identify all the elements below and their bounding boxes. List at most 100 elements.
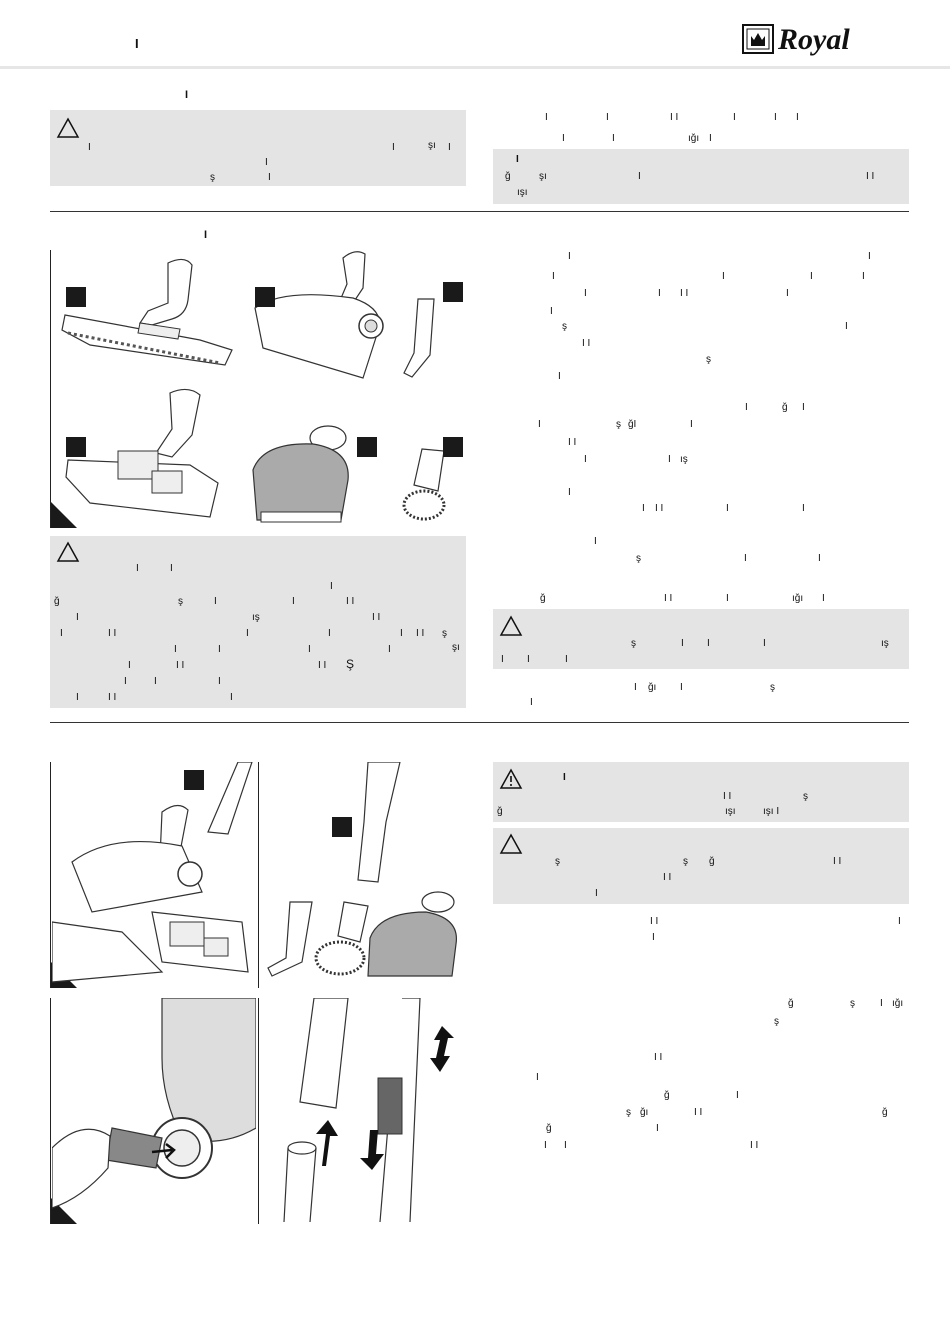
warning-box-2: I I I ğ ş I I I I I ış I I I I I I I I I… <box>50 536 466 708</box>
text-fragment: I I <box>582 338 591 349</box>
text-fragment: I <box>690 419 693 430</box>
figure-border <box>258 762 259 988</box>
warning-box-4: I I I ş ğ ışı ışı I <box>493 762 909 822</box>
brand-wordmark: Royal <box>777 23 850 56</box>
text-fragment: I <box>880 998 883 1009</box>
text-fragment: ş <box>770 682 775 693</box>
text-fragment: I <box>786 288 789 299</box>
text-fragment: I <box>680 682 683 693</box>
text-fragment: I <box>709 133 712 144</box>
text-fragment: I <box>544 1140 547 1151</box>
text-fragment: I I <box>650 916 659 927</box>
text-fragment: I I <box>346 596 355 607</box>
text-fragment: I <box>230 692 233 703</box>
text-fragment: ş <box>616 419 621 430</box>
text-fragment: ğ <box>540 593 546 604</box>
text-fragment: I <box>516 154 519 165</box>
text-fragment: ş <box>178 596 183 607</box>
text-fragment: I <box>136 563 139 574</box>
text-fragment: ğ <box>497 806 503 817</box>
text-fragment: I <box>810 271 813 282</box>
text-fragment: I <box>218 644 221 655</box>
text-fragment: I I <box>372 612 381 623</box>
text-fragment: I <box>707 638 710 649</box>
text-fragment: ğ <box>505 171 511 182</box>
text-fragment: I <box>594 536 597 547</box>
text-fragment: ığı <box>688 133 700 144</box>
text-fragment: I <box>400 628 403 639</box>
text-fragment: I <box>658 288 661 299</box>
text-fragment: I I <box>866 171 875 182</box>
text-fragment: I <box>898 916 901 927</box>
figure-badge <box>443 437 463 457</box>
warning-box-3: ş I I I ış I I I <box>493 609 909 669</box>
text-fragment: I <box>736 1090 739 1101</box>
text-fragment: I <box>612 133 615 144</box>
header-mark: I <box>135 36 139 51</box>
text-fragment: I <box>868 251 871 262</box>
crevice-tool-illustration <box>403 298 435 378</box>
text-fragment: I <box>550 306 553 317</box>
text-fragment: I <box>565 654 568 665</box>
text-fragment: I <box>638 171 641 182</box>
text-fragment: I <box>774 112 777 123</box>
text-fragment: I <box>652 932 655 943</box>
text-fragment: ş <box>626 1107 631 1118</box>
text-fragment: I <box>76 612 79 623</box>
text-fragment: I <box>536 1072 539 1083</box>
text-fragment: I I <box>108 628 117 639</box>
text-fragment: I I <box>416 628 425 639</box>
text-fragment: I <box>124 676 127 687</box>
text-fragment: I <box>802 402 805 413</box>
text-fragment: I <box>552 271 555 282</box>
text-fragment: ışı I <box>763 806 780 817</box>
text-fragment: şı <box>452 642 460 653</box>
warning-triangle-icon <box>56 117 80 138</box>
text-fragment: I <box>656 1123 659 1134</box>
dusting-brush-illustration <box>402 448 446 521</box>
text-fragment: I <box>328 628 331 639</box>
royal-logo: Royal <box>742 23 850 56</box>
text-fragment: I <box>733 112 736 123</box>
text-fragment: ş <box>774 1016 779 1027</box>
section2-mark: I <box>204 229 208 241</box>
text-fragment: ğ <box>54 596 60 607</box>
text-fragment: ş <box>442 628 447 639</box>
figure-badge <box>443 282 463 302</box>
text-fragment: şı <box>428 140 436 151</box>
text-fragment: ğ <box>709 856 715 867</box>
warning-triangle-icon <box>499 833 523 854</box>
figure-badge <box>66 437 86 457</box>
text-fragment: I I <box>750 1140 759 1151</box>
text-fragment: I <box>681 638 684 649</box>
text-fragment: I <box>796 112 799 123</box>
text-fragment: I <box>558 371 561 382</box>
text-fragment: I I <box>654 1052 663 1063</box>
nozzle-attach-to-tube-illustration <box>52 762 253 983</box>
section1-mark: I <box>185 89 189 101</box>
figure-badge <box>357 437 377 457</box>
text-fragment: I <box>745 402 748 413</box>
text-fragment: ğı <box>648 682 657 693</box>
text-fragment: ğ <box>782 402 788 413</box>
text-fragment: I <box>642 503 645 514</box>
text-fragment: ş <box>706 354 711 365</box>
text-fragment: I <box>268 172 271 183</box>
text-fragment: I I <box>318 660 327 671</box>
figure-badge <box>332 817 352 837</box>
text-fragment: I <box>292 596 295 607</box>
text-fragment: I I <box>655 503 664 514</box>
text-fragment: ğ <box>882 1107 888 1118</box>
text-fragment: I <box>562 133 565 144</box>
text-fragment: I <box>563 772 566 783</box>
text-fragment: I I <box>723 791 732 802</box>
text-fragment: ışı <box>517 187 528 198</box>
mini-turbo-brush-illustration <box>252 425 349 523</box>
text-fragment: I <box>584 288 587 299</box>
text-fragment: ğ <box>788 998 794 1009</box>
text-fragment: I I <box>670 112 679 123</box>
text-fragment: I <box>818 553 821 564</box>
text-fragment: I <box>584 454 587 465</box>
text-fragment: ş <box>555 856 560 867</box>
text-fragment: I <box>154 676 157 687</box>
